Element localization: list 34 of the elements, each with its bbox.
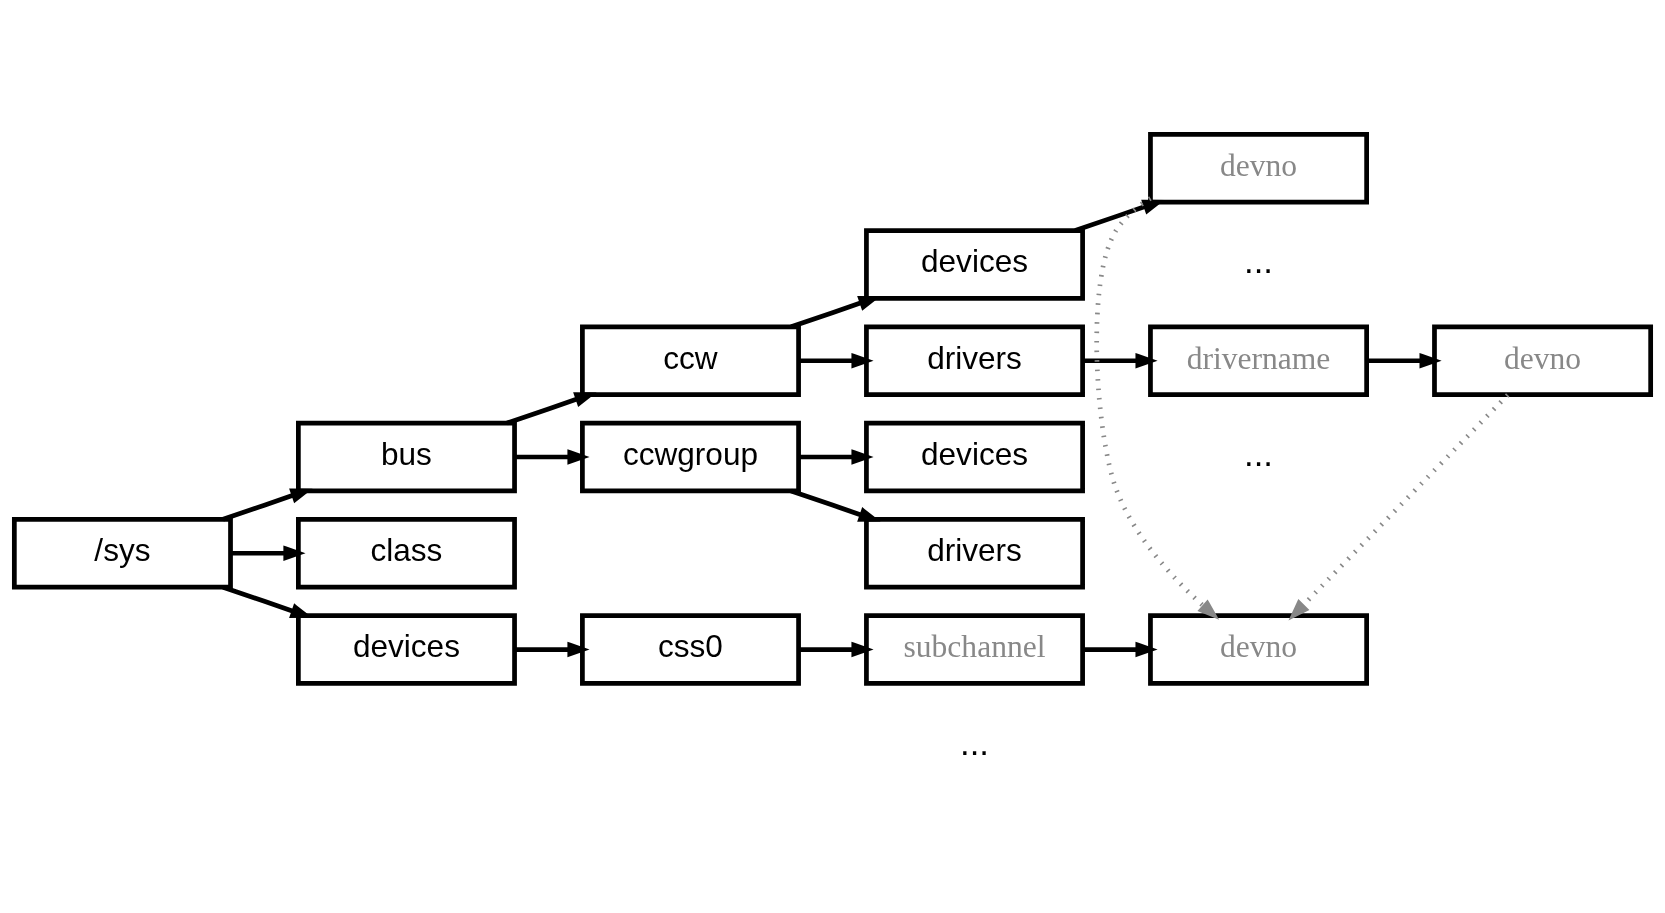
- arrow: [506, 391, 597, 425]
- arrow: [1094, 195, 1220, 620]
- arrow: [222, 487, 313, 522]
- node-box: devices: [864, 227, 1085, 301]
- node-box: drivername: [1148, 323, 1369, 397]
- label: ...: [1244, 434, 1274, 473]
- arrow: [514, 641, 590, 657]
- arrow: [230, 545, 306, 561]
- node-box: ccwgroup: [580, 420, 801, 493]
- label: ...: [960, 723, 989, 762]
- node-box: ccw: [580, 323, 801, 397]
- arrow: [790, 488, 881, 522]
- node-box: subchannel: [864, 612, 1085, 686]
- node-box: devices: [864, 420, 1085, 493]
- node-box: devno: [1148, 131, 1369, 205]
- arrow: [514, 448, 590, 465]
- arrow: [798, 352, 874, 368]
- node-box: drivers: [864, 323, 1085, 397]
- node-box: bus: [296, 420, 517, 493]
- node-box: devices: [296, 612, 517, 686]
- node-box: class: [296, 516, 517, 590]
- arrow: [1082, 352, 1158, 368]
- node-box: css0: [580, 612, 801, 686]
- node-box: drivers: [864, 516, 1085, 590]
- arrow: [798, 641, 874, 657]
- arrow: [1366, 352, 1442, 368]
- node-box: /sys: [11, 516, 233, 590]
- node-box: devno: [1432, 323, 1654, 397]
- arrow: [1288, 392, 1510, 620]
- arrow: [798, 448, 874, 465]
- arrow: [1074, 199, 1165, 233]
- arrow: [1082, 641, 1158, 657]
- node-box: devno: [1148, 612, 1369, 686]
- label: ...: [1244, 241, 1274, 280]
